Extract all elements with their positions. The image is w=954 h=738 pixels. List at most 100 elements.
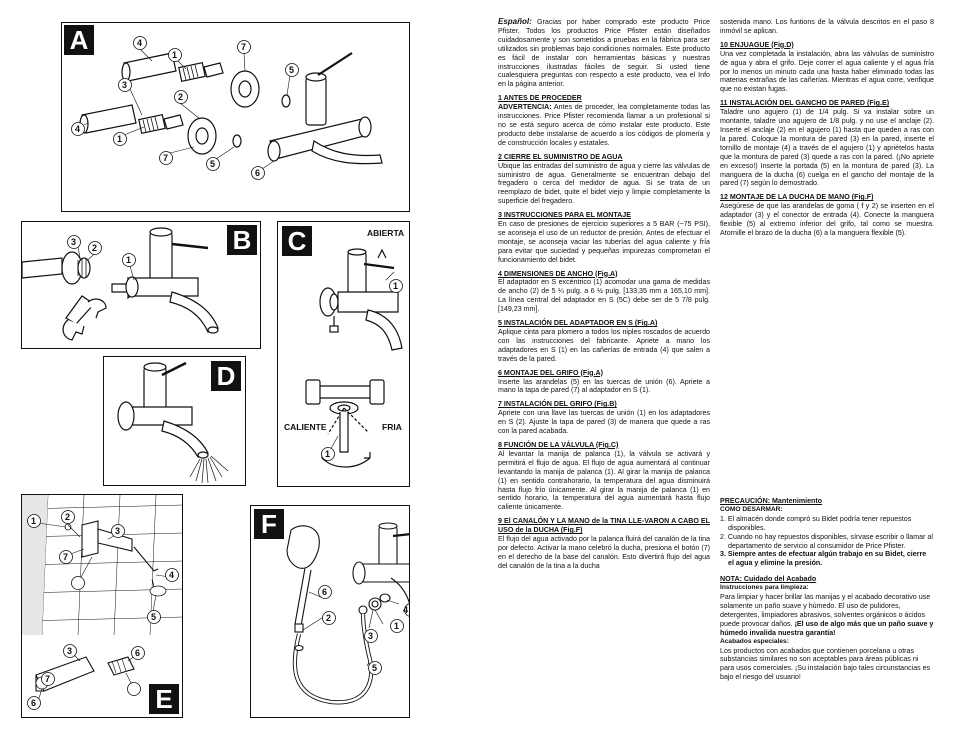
- section-2: 2 CIERRE EL SUMINISTRO DE AGUA Ubique la…: [498, 153, 710, 206]
- caution-item: 1. El almacén donde compró su Bidet podr…: [720, 514, 912, 532]
- section-5: 5 INSTALACIÓN DEL ADAPTADOR EN S (Fig.A)…: [498, 319, 710, 364]
- callout-2: 2: [65, 512, 71, 522]
- figure-f-label: F: [254, 509, 284, 539]
- section-1: 1 ANTES DE PROCEDER ADVERTENCIA: Antes d…: [498, 94, 710, 147]
- callout-5b: 5: [210, 159, 216, 169]
- hot-label: CALIENTE: [284, 422, 327, 432]
- callout-7b: 7: [45, 674, 51, 684]
- caution-item: 3. Siempre antes de efectuar algún traba…: [720, 550, 927, 568]
- caution-list: 1. El almacén donde compró su Bidet podr…: [720, 515, 934, 568]
- section-5-body: Aplique cinta para plomero a todos los n…: [498, 328, 710, 363]
- callout-4: 4: [169, 570, 175, 580]
- figure-e-drawing: [22, 495, 182, 710]
- section-9-title: 9 El CANALÓN Y LA MANO de la TINA LLE-VA…: [498, 517, 710, 535]
- callout-6: 6: [255, 168, 261, 178]
- callout-1b: 1: [117, 134, 123, 144]
- figure-b-drawing: [22, 227, 219, 341]
- section-12-title: 12 MONTAJE DE LA DUCHA DE MANO (Fig.F): [720, 193, 874, 202]
- section-6-title: 6 MONTAJE DEL GRIFO (Fig.A): [498, 368, 603, 377]
- callout-1: 1: [172, 50, 178, 60]
- section-9-continued: sostenida mano. Los funtions de la válvu…: [720, 18, 934, 35]
- section-3: 3 INSTRUCCIONES PARA EL MONTAJE En caso …: [498, 211, 710, 264]
- callout-4: 4: [403, 605, 409, 615]
- callout-4: 4: [137, 38, 143, 48]
- callout-1b: 1: [325, 449, 331, 459]
- special-finishes-subtitle: Acabados especiales:: [720, 637, 789, 645]
- section-4-body: El adaptador en S excéntrico (1) acomoda…: [498, 278, 710, 314]
- section-11-title: 11 INSTALACIÓN DEL GANCHO DE PARED (Fig.…: [720, 99, 890, 108]
- callout-5: 5: [289, 65, 295, 75]
- section-12: 12 MONTAJE DE LA DUCHA DE MANO (Fig.F) A…: [720, 193, 934, 238]
- warning-label: ADVERTENCIA:: [498, 103, 552, 112]
- figure-c: C ABIERTA CALIENTE FRIA 1 1: [277, 221, 410, 487]
- callout-1: 1: [126, 255, 132, 265]
- caution-item: 2. Cuando no hay repuestos disponibles, …: [720, 532, 933, 550]
- warranty-warning: ¡El uso de algo más que un paño suave y …: [720, 619, 934, 637]
- callout-6b: 6: [31, 698, 37, 708]
- figure-d-drawing: [117, 361, 229, 484]
- section-10-body: Una vez completada la instalación, abra …: [720, 49, 934, 94]
- callout-2: 2: [326, 613, 332, 623]
- section-9-body: El flujo del agua activado por la palanc…: [498, 535, 710, 570]
- section-5-title: 5 INSTALACIÓN DEL ADAPTADOR EN S (Fig.A): [498, 319, 658, 328]
- callout-3: 3: [71, 237, 77, 247]
- section-8: 8 FUNCIÓN DE LA VÁLVULA (Fig.C) Al levan…: [498, 441, 710, 512]
- callout-3: 3: [122, 80, 128, 90]
- cleaning-subtitle: Instrucciones para limpieza:: [720, 584, 809, 592]
- section-11-body: Taladre uno agujero (1) de 1/4 pulg. Si …: [720, 108, 934, 188]
- section-10-title: 10 ENJUAGUE (Fig.D): [720, 40, 794, 49]
- section-7-body: Apriete con una llave las tuercas de uni…: [498, 409, 710, 436]
- caution-block: PRECAUCIÓN: Mantenimiento COMO DESARMAR:…: [720, 497, 934, 682]
- callout-7: 7: [241, 42, 247, 52]
- section-3-title: 3 INSTRUCCIONES PARA EL MONTAJE: [498, 211, 631, 220]
- callout-2: 2: [92, 243, 98, 253]
- section-1-body: Antes de proceder, lea completamente tod…: [498, 103, 710, 147]
- callout-1: 1: [394, 621, 400, 631]
- section-4: 4 DIMENSIONES DE ANCHO (Fig.A) El adapta…: [498, 270, 710, 315]
- figure-b: B 3 2 1: [21, 221, 261, 349]
- callout-1: 1: [393, 281, 399, 291]
- special-finishes-body: Los productos con acabados que contienen…: [720, 646, 931, 682]
- caution-title: PRECAUCIÓN: Mantenimiento: [720, 497, 823, 505]
- figure-f-drawing: [286, 522, 409, 705]
- note-title: NOTA: Cuidado del Acabado: [720, 575, 817, 584]
- section-11: 11 INSTALACIÓN DEL GANCHO DE PARED (Fig.…: [720, 99, 934, 188]
- text-column-2: sostenida mano. Los funtions de la válvu…: [720, 18, 934, 243]
- callout-3: 3: [115, 526, 121, 536]
- figure-c-drawing: [305, 248, 403, 468]
- callout-6: 6: [322, 587, 328, 597]
- callout-3: 3: [368, 631, 374, 641]
- section-6: 6 MONTAJE DEL GRIFO (Fig.A) Inserte las …: [498, 369, 710, 396]
- intro-text: Gracias por haber comprado este producto…: [498, 18, 710, 89]
- figure-d: D: [103, 356, 246, 486]
- section-8-title: 8 FUNCIÓN DE LA VÁLVULA (Fig.C): [498, 440, 619, 449]
- figure-c-label: C: [282, 226, 312, 256]
- text-column-1: Español: Gracias por haber comprado este…: [498, 17, 710, 576]
- figure-e-label: E: [149, 684, 179, 714]
- section-2-title: 2 CIERRE EL SUMINISTRO DE AGUA: [498, 152, 623, 161]
- section-12-body: Asegúrese de que las arandelas de goma (…: [720, 202, 934, 237]
- section-4-title: 4 DIMENSIONES DE ANCHO (Fig.A): [498, 269, 618, 278]
- figure-a-label: A: [64, 25, 94, 55]
- language-label: Español:: [498, 17, 532, 26]
- section-9: 9 El CANALÓN Y LA MANO de la TINA LLE-VA…: [498, 517, 710, 570]
- figure-a-drawing: [71, 36, 383, 180]
- section-2-body: Ubique las entradas del suministro de ag…: [498, 161, 710, 206]
- figure-d-label: D: [211, 361, 241, 391]
- callout-3b: 3: [67, 646, 73, 656]
- intro-paragraph: Español: Gracias por haber comprado este…: [498, 17, 710, 89]
- callout-7: 7: [63, 552, 69, 562]
- caution-subtitle: COMO DESARMAR:: [720, 505, 783, 513]
- callout-7b: 7: [163, 153, 169, 163]
- figure-e: E 1 2 3 7 4 5 3 6 7 6: [21, 494, 183, 718]
- figure-f: F 6 2 3 4 1 5: [250, 505, 410, 718]
- callout-5: 5: [372, 663, 378, 673]
- section-7: 7 INSTALACIÓN DEL GRIFO (Fig.B) Apriete …: [498, 400, 710, 436]
- section-7-title: 7 INSTALACIÓN DEL GRIFO (Fig.B): [498, 400, 617, 409]
- section-3-body: En caso de presiones de ejercicio superi…: [498, 220, 710, 264]
- callout-6: 6: [135, 648, 141, 658]
- section-6-body: Inserte las arandelas (5) en las tuercas…: [498, 377, 710, 395]
- section-10: 10 ENJUAGUE (Fig.D) Una vez completada l…: [720, 41, 934, 94]
- section-8-body: Al levantar la manija de palanca (1), la…: [498, 449, 710, 512]
- open-label: ABIERTA: [367, 228, 405, 238]
